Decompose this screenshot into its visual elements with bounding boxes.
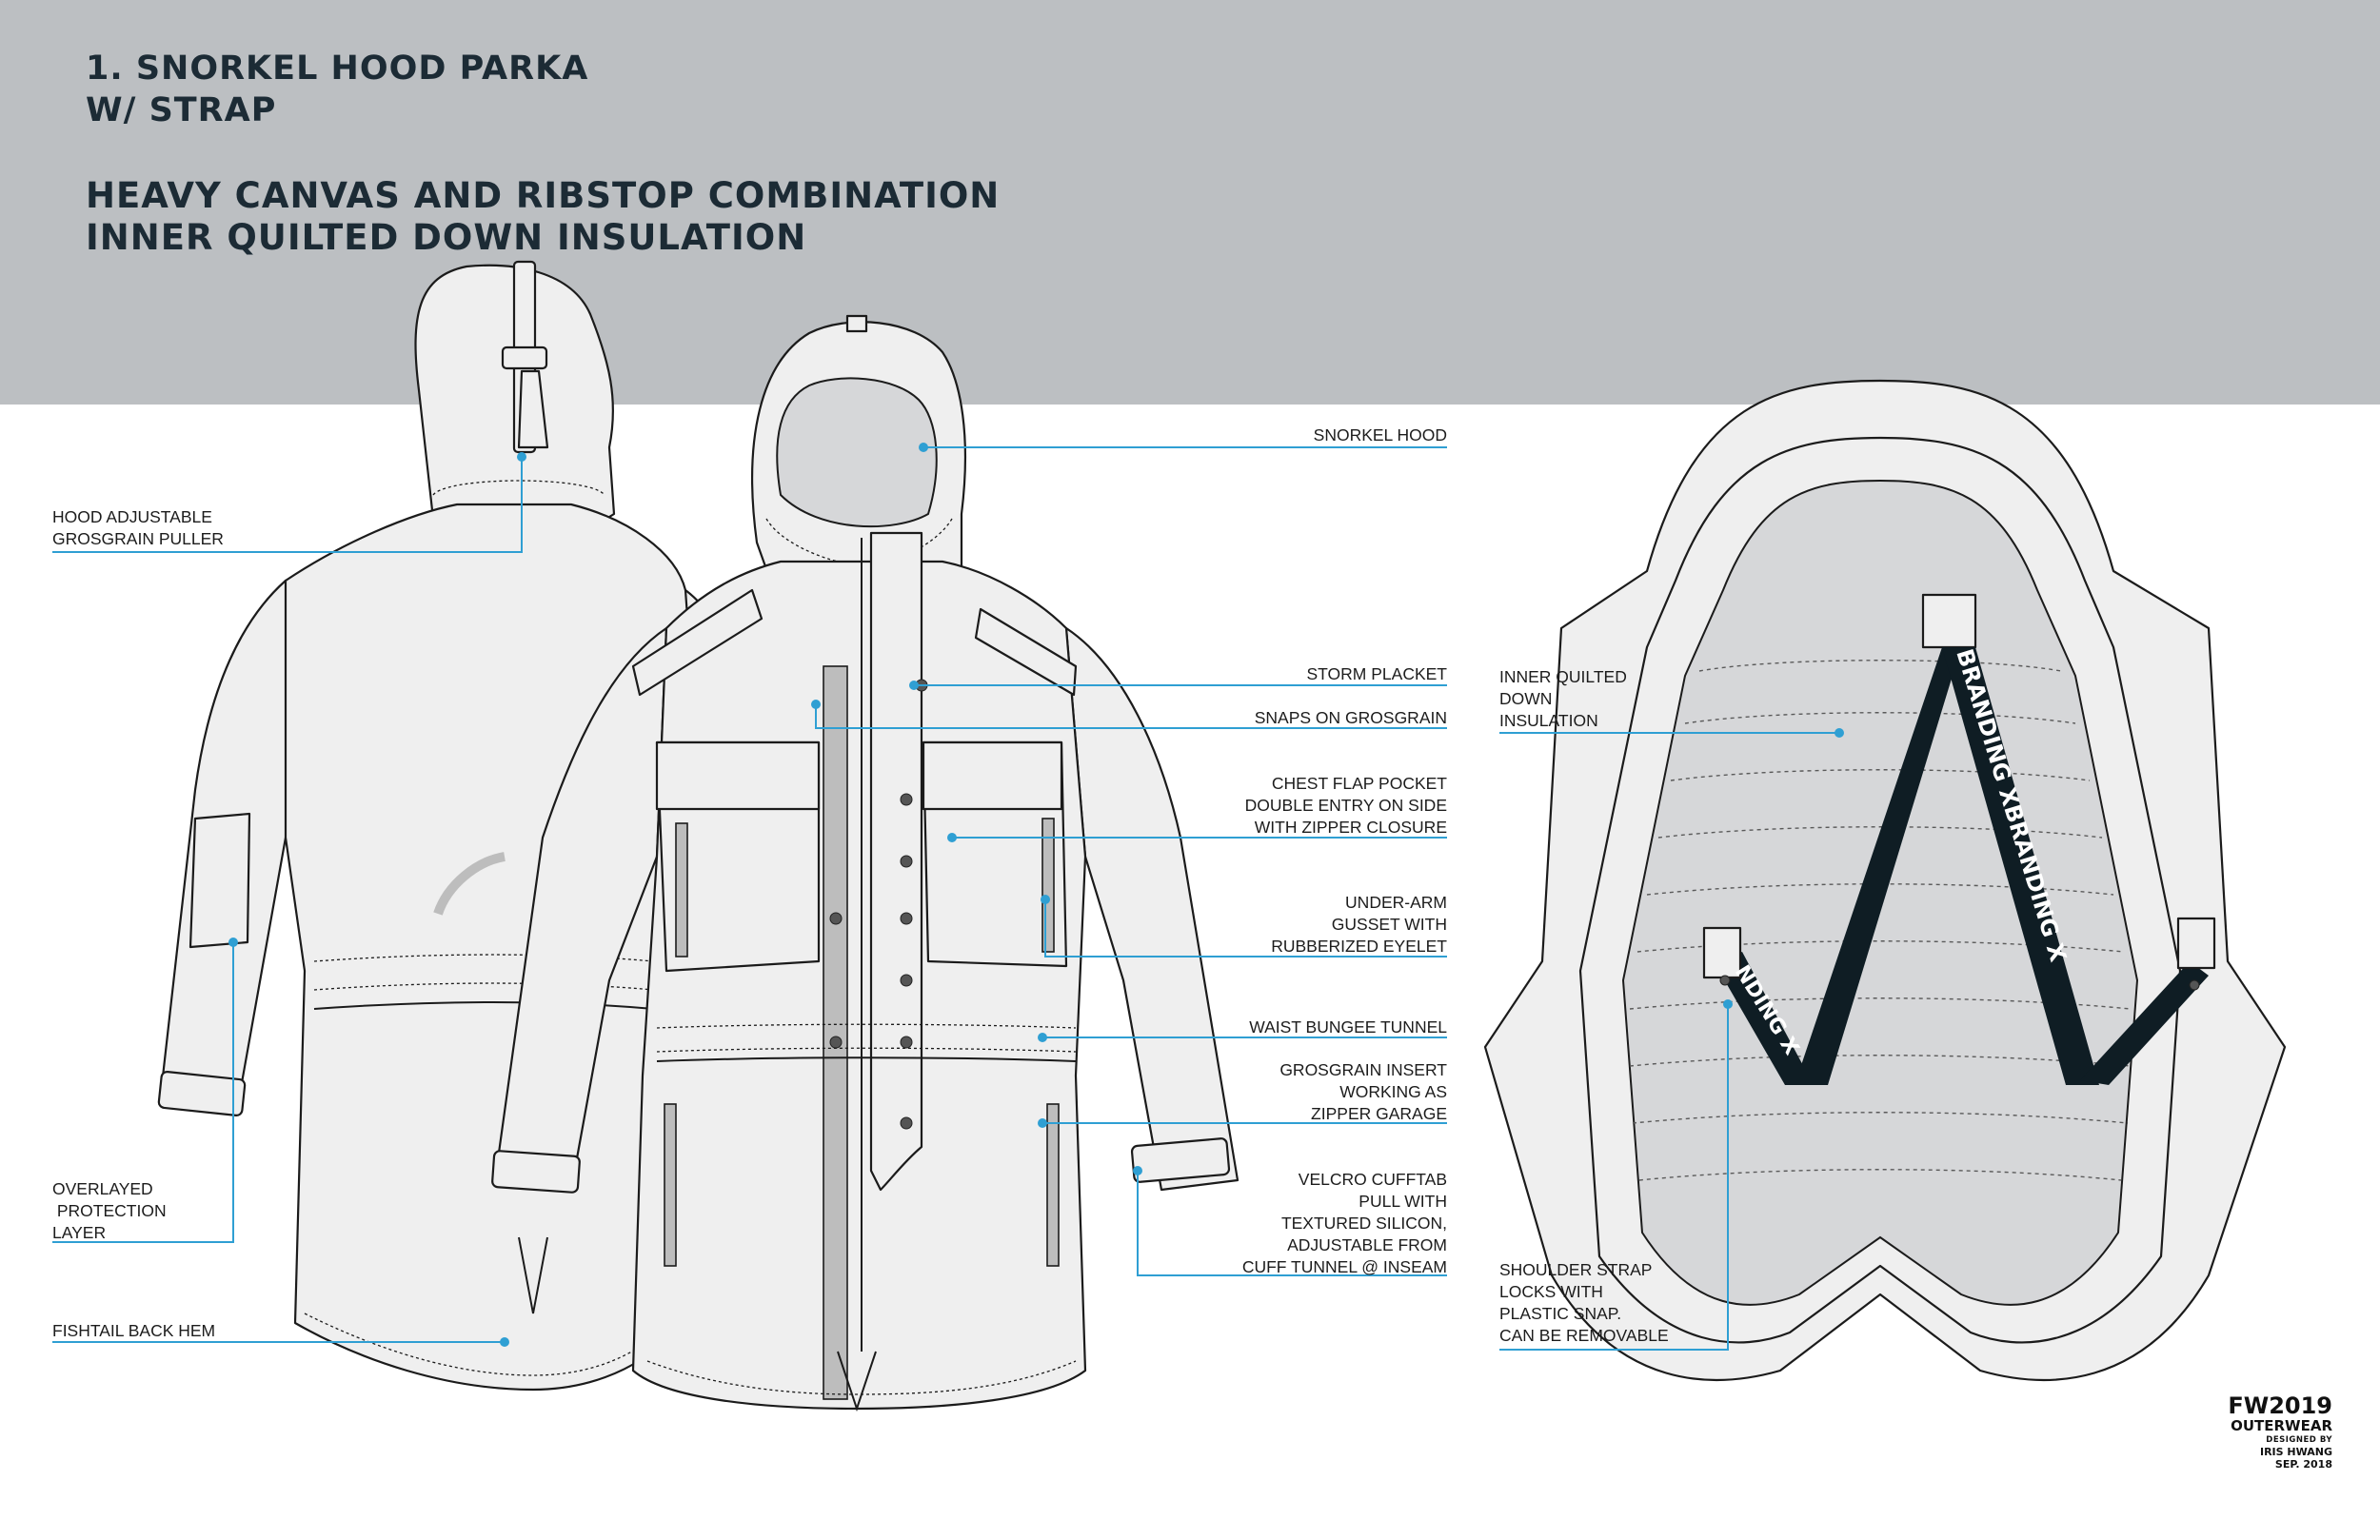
label-underarm-gusset: UNDER-ARM GUSSET WITH RUBBERIZED EYELET: [1271, 893, 1447, 956]
callout-lines: [52, 443, 1844, 1351]
page-title-line1: 1. SNORKEL HOOD PARKA: [86, 49, 589, 88]
label-snaps-grosgrain: SNAPS ON GROSGRAIN: [1254, 708, 1447, 727]
label-snorkel-hood: SNORKEL HOOD: [1313, 425, 1447, 444]
label-velcro-cufftab: VELCRO CUFFTAB PULL WITH TEXTURED SILICO…: [1241, 1170, 1447, 1276]
page-subtitle-line1: HEAVY CANVAS AND RIBSTOP COMBINATION: [86, 175, 1001, 216]
header-band: [0, 0, 2380, 405]
label-inner-quilted: INNER QUILTED DOWN INSULATION: [1499, 667, 1627, 730]
label-storm-placket: STORM PLACKET: [1306, 664, 1448, 683]
label-fishtail-hem: FISHTAIL BACK HEM: [52, 1321, 216, 1340]
badge-category: OUTERWEAR: [2231, 1417, 2332, 1434]
page-title-line2: W/ STRAP: [86, 91, 277, 129]
label-grosgrain-insert: GROSGRAIN INSERT WORKING AS ZIPPER GARAG…: [1279, 1060, 1447, 1123]
label-shoulder-strap: SHOULDER STRAP LOCKS WITH PLASTIC SNAP. …: [1499, 1260, 1669, 1345]
page-subtitle-line2: INNER QUILTED DOWN INSULATION: [86, 217, 807, 258]
badge-designer: IRIS HWANG: [2259, 1445, 2332, 1458]
label-overlayed-protection: OVERLAYED PROTECTION LAYER: [52, 1179, 167, 1242]
collection-badge: FW2019 OUTERWEAR DESIGNED BY IRIS HWANG …: [2218, 1394, 2332, 1470]
label-hood-puller: HOOD ADJUSTABLE GROSGRAIN PULLER: [52, 507, 224, 548]
badge-season: FW2019: [2228, 1392, 2332, 1419]
parka-interior-view: BRANDING XBRANDING X NDING X: [1483, 379, 2287, 1381]
parka-front-view: [491, 314, 1240, 1412]
label-waist-bungee: WAIST BUNGEE TUNNEL: [1249, 1017, 1447, 1037]
badge-designed-by: DESIGNED BY: [2266, 1435, 2332, 1445]
label-chest-pocket: CHEST FLAP POCKET DOUBLE ENTRY ON SIDE W…: [1244, 774, 1447, 837]
badge-date: SEP. 2018: [2274, 1457, 2332, 1471]
